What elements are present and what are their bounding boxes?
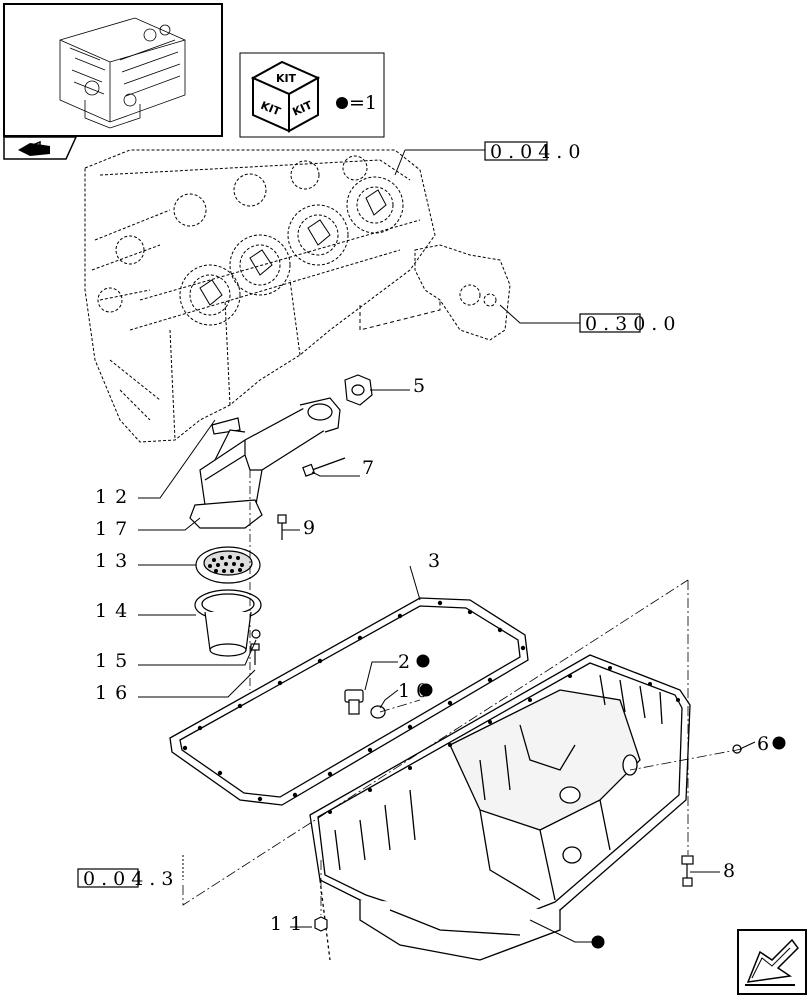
callout-11: 11 xyxy=(270,913,310,935)
oil-sump xyxy=(309,654,691,961)
callout-9: 9 xyxy=(303,517,315,539)
callout-6: 6 xyxy=(757,733,769,755)
callout-17: 17 xyxy=(95,518,135,540)
callout-8: 8 xyxy=(723,860,735,882)
bolt-7 xyxy=(302,457,346,477)
callout-3: 3 xyxy=(428,550,440,572)
nut-11 xyxy=(314,916,328,932)
alignment-lines xyxy=(182,579,743,915)
ref-box-top[interactable]: 0.04.0 xyxy=(484,141,586,163)
engine-block-drawing xyxy=(84,149,511,443)
suction-bell-14 xyxy=(194,589,262,657)
callout-2: 2 xyxy=(398,651,410,673)
callout-15: 15 xyxy=(95,650,135,672)
ref-top-text: 0.04.0 xyxy=(490,141,586,163)
gasket-5 xyxy=(344,374,373,406)
ref-right-text: 0.30.0 xyxy=(585,313,681,335)
bolt-8 xyxy=(681,855,694,887)
kit-bullet-10 xyxy=(419,683,433,697)
leader-lines xyxy=(138,149,756,943)
back-tab[interactable] xyxy=(3,136,78,160)
callout-labels: 5 7 9 12 17 13 14 15 16 3 2 10 6 8 11 xyxy=(95,375,769,935)
kit-legend: KIT KIT KIT =1 xyxy=(239,52,385,138)
kit-top-label: KIT xyxy=(276,72,297,85)
ref-box-right[interactable]: 0.30.0 xyxy=(579,313,681,335)
ref-bottom-left-text: 0.04.3 xyxy=(83,868,179,890)
callout-14: 14 xyxy=(95,600,135,622)
ref-box-bottom-left[interactable]: 0.04.3 xyxy=(77,868,179,890)
kit-bullet-dot xyxy=(336,97,348,109)
kit-cube-icon: KIT KIT KIT xyxy=(250,60,321,133)
plug-6 xyxy=(732,744,742,754)
kit-bullet-6 xyxy=(772,736,786,750)
engine-thumbnail[interactable] xyxy=(3,3,223,137)
sump-gasket-3 xyxy=(169,597,529,806)
kit-bullet-sump xyxy=(591,935,605,949)
next-page-button[interactable] xyxy=(737,929,807,995)
screw-16 xyxy=(250,629,261,665)
back-arrow-icon[interactable] xyxy=(18,140,50,156)
callout-12: 12 xyxy=(95,486,135,508)
kit-bullet-2 xyxy=(416,654,430,668)
kit-equals-text: =1 xyxy=(349,92,377,114)
drain-plug-2 xyxy=(344,689,364,715)
kit-bullets xyxy=(416,654,786,949)
callout-16: 16 xyxy=(95,682,135,704)
washer-10 xyxy=(370,705,386,719)
bolt-9 xyxy=(277,514,287,540)
callout-7: 7 xyxy=(362,457,374,479)
callout-5: 5 xyxy=(413,375,425,397)
oil-pickup-tube xyxy=(189,397,341,529)
callout-10: 10 xyxy=(398,680,434,702)
next-page-arrow-icon[interactable] xyxy=(745,938,799,986)
callout-13: 13 xyxy=(95,550,135,572)
strainer-13 xyxy=(195,546,261,584)
